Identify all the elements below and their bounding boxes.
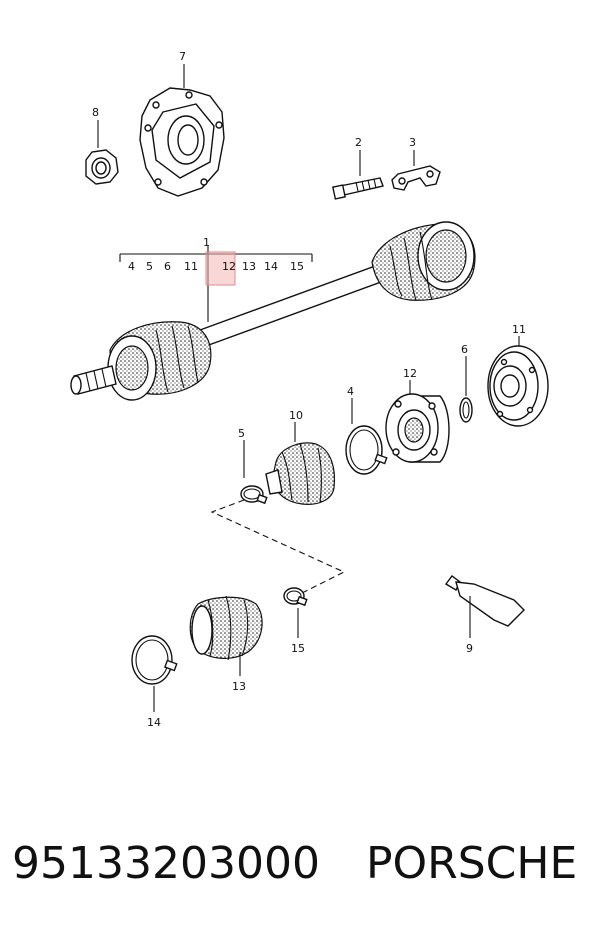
- footer-caption: 95133203000 PORSCHE: [0, 838, 600, 908]
- part-7-drive-flange: [139, 64, 225, 197]
- callout-8: 8: [92, 106, 99, 119]
- callout-14: 14: [147, 716, 161, 729]
- callout-3: 3: [409, 136, 416, 149]
- part-5-small-clamp: [240, 440, 268, 505]
- part-12-cv-joint: [385, 380, 450, 463]
- kit-list-item: 11: [184, 260, 198, 273]
- kit-list-item: 13: [242, 260, 256, 273]
- part-8-nut: [85, 120, 119, 185]
- part-11-cover: [487, 336, 549, 427]
- kit-list-item: 12: [222, 260, 236, 273]
- callout-10: 10: [289, 409, 303, 422]
- callout-9: 9: [466, 642, 473, 655]
- brand-name: PORSCHE: [366, 838, 578, 889]
- part-1-drive-shaft: [70, 221, 476, 401]
- part-2-bolt: [332, 150, 384, 200]
- kit-list-item: 15: [290, 260, 304, 273]
- part-6-circlip: [459, 356, 473, 423]
- callout-12: 12: [403, 367, 417, 380]
- callout-7: 7: [179, 50, 186, 63]
- callout-6: 6: [461, 343, 468, 356]
- part-9-grease-tube: [444, 575, 525, 638]
- part-3-lock-plate: [391, 150, 441, 191]
- callout-2: 2: [355, 136, 362, 149]
- part-4-clamp: [345, 398, 388, 475]
- kit-list-item: 4: [128, 260, 135, 273]
- kit-list-item: 6: [164, 260, 171, 273]
- callout-15: 15: [291, 642, 305, 655]
- kit-bracket: [119, 246, 313, 322]
- dashed-leaders: [210, 499, 346, 595]
- callout-11: 11: [512, 323, 526, 336]
- callout-13: 13: [232, 680, 246, 693]
- part-14-large-clamp: [131, 635, 178, 712]
- callout-5: 5: [238, 427, 245, 440]
- kit-list-item: 5: [146, 260, 153, 273]
- highlight-box: [205, 251, 236, 286]
- part-number: 95133203000: [12, 838, 320, 889]
- callout-1: 1: [203, 236, 210, 249]
- part-15-small-clamp: [283, 587, 308, 638]
- callout-4: 4: [347, 385, 354, 398]
- kit-list-item: 14: [264, 260, 278, 273]
- part-10-boot: [265, 422, 336, 505]
- part-13-boot: [189, 595, 263, 676]
